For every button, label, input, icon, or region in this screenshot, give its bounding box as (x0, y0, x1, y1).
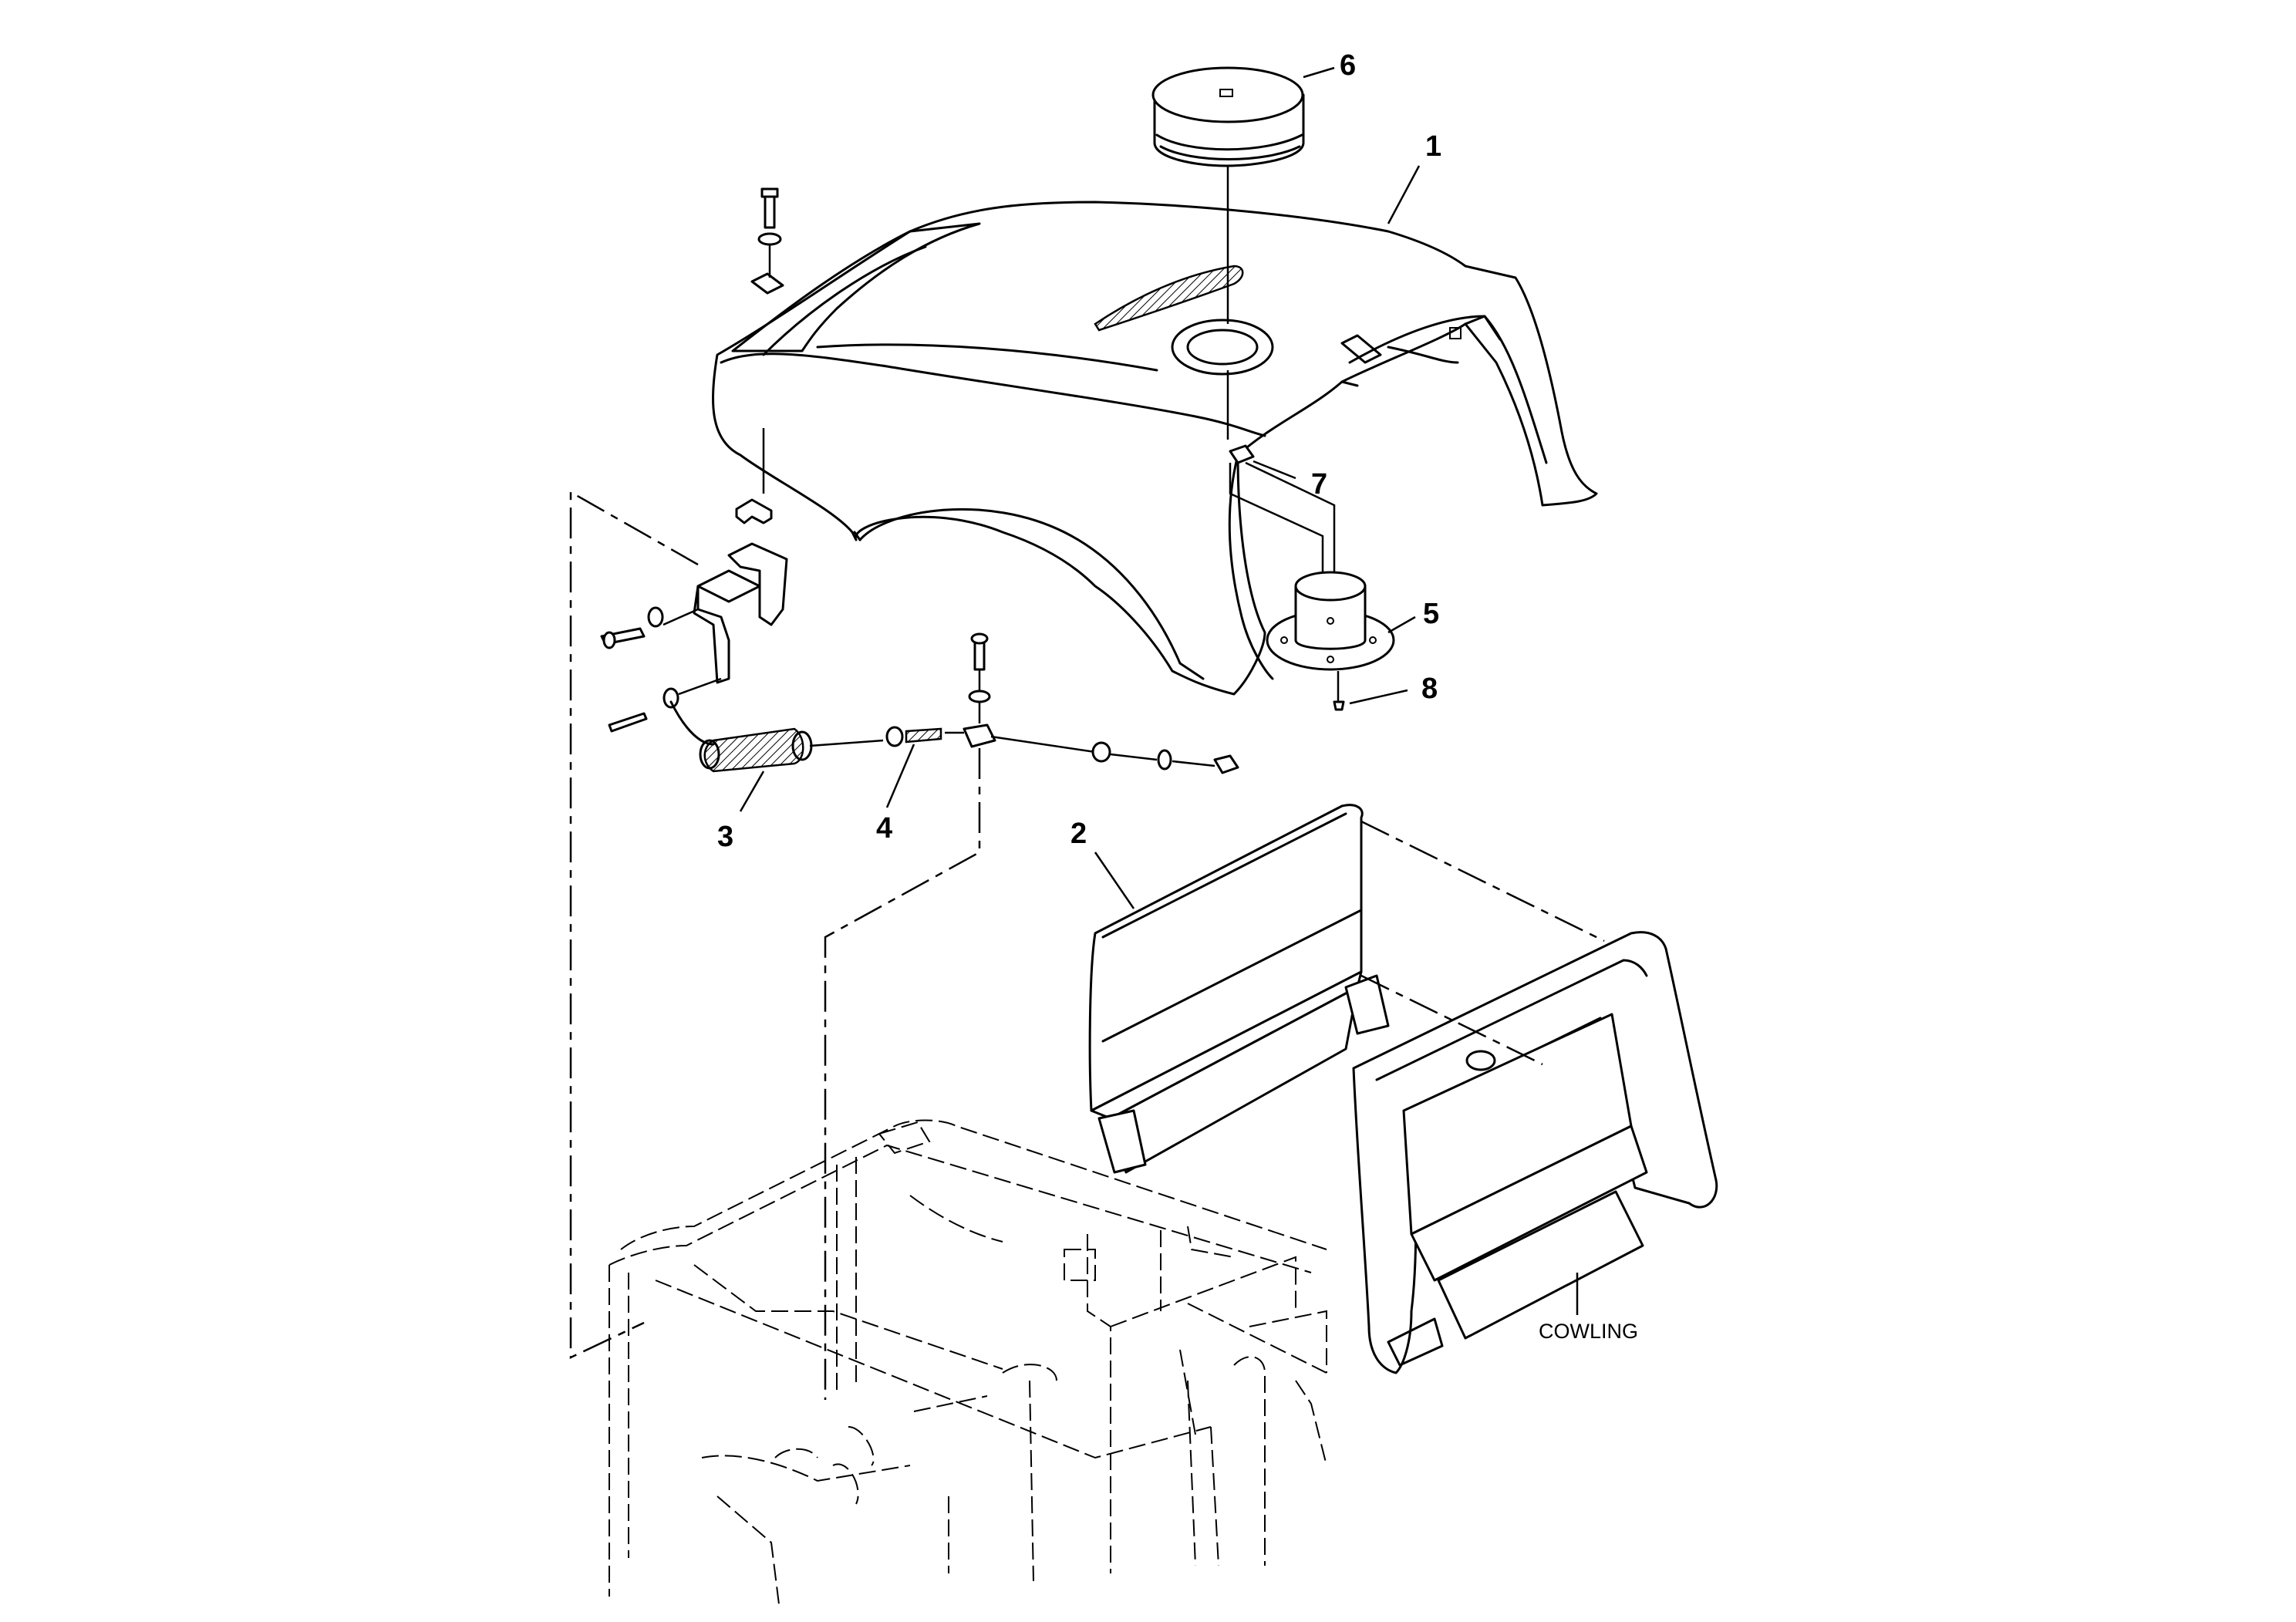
hinge-bracket (600, 498, 788, 733)
cowling-frame (1352, 931, 1718, 1374)
callout-1: 1 (1425, 130, 1441, 163)
callout-8: 8 (1421, 673, 1438, 705)
shield-panel (1088, 804, 1390, 1174)
callout-6: 6 (1340, 49, 1356, 82)
leader-lines (739, 66, 1579, 1315)
adjuster-rod (885, 632, 1239, 774)
phantom-lines (569, 490, 1605, 1400)
filler-neck (1226, 370, 1395, 711)
machine-chassis (609, 1119, 1327, 1605)
callout-7: 7 (1311, 468, 1327, 501)
extension-spring (669, 700, 884, 773)
cowling-label: COWLING (1539, 1320, 1638, 1343)
callout-2: 2 (1070, 818, 1087, 850)
hood (711, 201, 1598, 696)
callout-4: 4 (876, 812, 892, 845)
air-cleaner-cap (1151, 66, 1305, 324)
callout-3: 3 (717, 821, 733, 853)
callouts: 1 2 3 4 5 6 7 8 COWLING (717, 49, 1638, 1343)
latch-bolt (750, 187, 784, 494)
callout-5: 5 (1423, 598, 1439, 630)
